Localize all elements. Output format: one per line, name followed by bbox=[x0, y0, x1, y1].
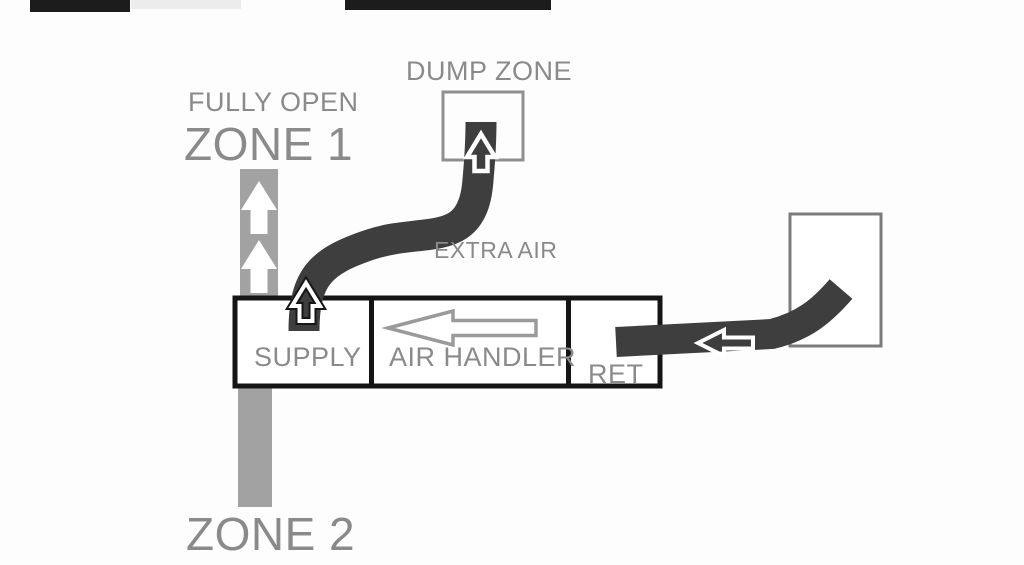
zone2-duct bbox=[238, 388, 272, 507]
top-crop-bar-left bbox=[30, 0, 130, 12]
dump-zone-up-arrow-icon bbox=[462, 129, 500, 174]
zone1-up-arrow2-icon bbox=[241, 240, 277, 293]
return-left-arrow-icon bbox=[693, 326, 755, 360]
zone1-up-arrow-icon bbox=[241, 181, 277, 234]
return-section-label: RET bbox=[588, 359, 644, 389]
top-crop-bar-right bbox=[345, 0, 551, 10]
extra-air-label: EXTRA AIR bbox=[434, 237, 558, 263]
supply-up-arrow-icon bbox=[288, 279, 324, 323]
air-handler-flow-arrow-icon bbox=[381, 308, 538, 348]
zone2-label: ZONE 2 bbox=[186, 508, 356, 560]
dump-zone-label: DUMP ZONE bbox=[406, 56, 573, 86]
top-crop-bar-faint bbox=[131, 0, 241, 9]
supply-section-label: SUPPLY bbox=[254, 342, 362, 372]
extra-air-duct bbox=[288, 121, 497, 332]
return-duct bbox=[615, 279, 853, 357]
zone1-label: ZONE 1 bbox=[184, 118, 354, 170]
air-handler-section-label: AIR HANDLER bbox=[389, 342, 577, 372]
fully-open-label: FULLY OPEN bbox=[188, 87, 359, 117]
